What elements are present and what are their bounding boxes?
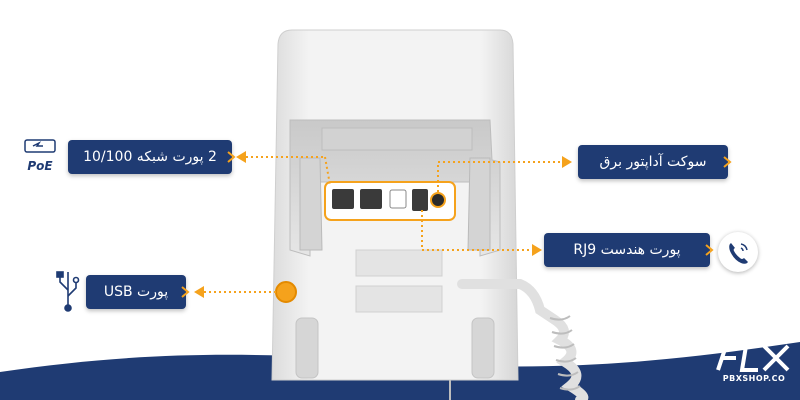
lan-port-1 — [332, 189, 354, 209]
lan-port-2 — [360, 189, 382, 209]
chevron-right-icon — [723, 156, 732, 168]
usb-port-marker — [275, 281, 297, 303]
dc-jack — [430, 192, 446, 208]
phone-icon — [718, 232, 758, 272]
label-adapter-socket: سوکت آداپتور برق — [578, 145, 728, 179]
brand-site-text: PBXSHOP.CO — [722, 374, 786, 383]
label-adapter-socket-text: سوکت آداپتور برق — [599, 154, 707, 170]
label-network-ports-text: 2 پورت شبکه 10/100 — [83, 149, 217, 165]
usb-icon — [56, 271, 80, 312]
connector-adapter — [437, 161, 562, 192]
label-usb-port: پورت USB — [86, 275, 186, 309]
handset-port — [389, 189, 407, 209]
chevron-right-icon — [705, 244, 714, 256]
label-usb-port-text: پورت USB — [103, 284, 169, 300]
label-handset-port: پورت هندست RJ9 — [544, 233, 710, 267]
coiled-cord — [457, 279, 589, 400]
brand-logo: PBXSHOP.CO — [712, 340, 796, 396]
chevron-right-icon — [181, 286, 190, 298]
label-handset-port-text: پورت هندست RJ9 — [573, 242, 681, 258]
chevron-right-icon — [227, 151, 236, 163]
poe-icon: PoE — [24, 139, 56, 173]
poe-text: PoE — [27, 159, 53, 173]
stand-frame — [289, 119, 501, 257]
label-network-ports: 2 پورت شبکه 10/100 — [68, 140, 232, 174]
usb-slot — [412, 189, 428, 211]
connector-handset — [421, 210, 532, 251]
